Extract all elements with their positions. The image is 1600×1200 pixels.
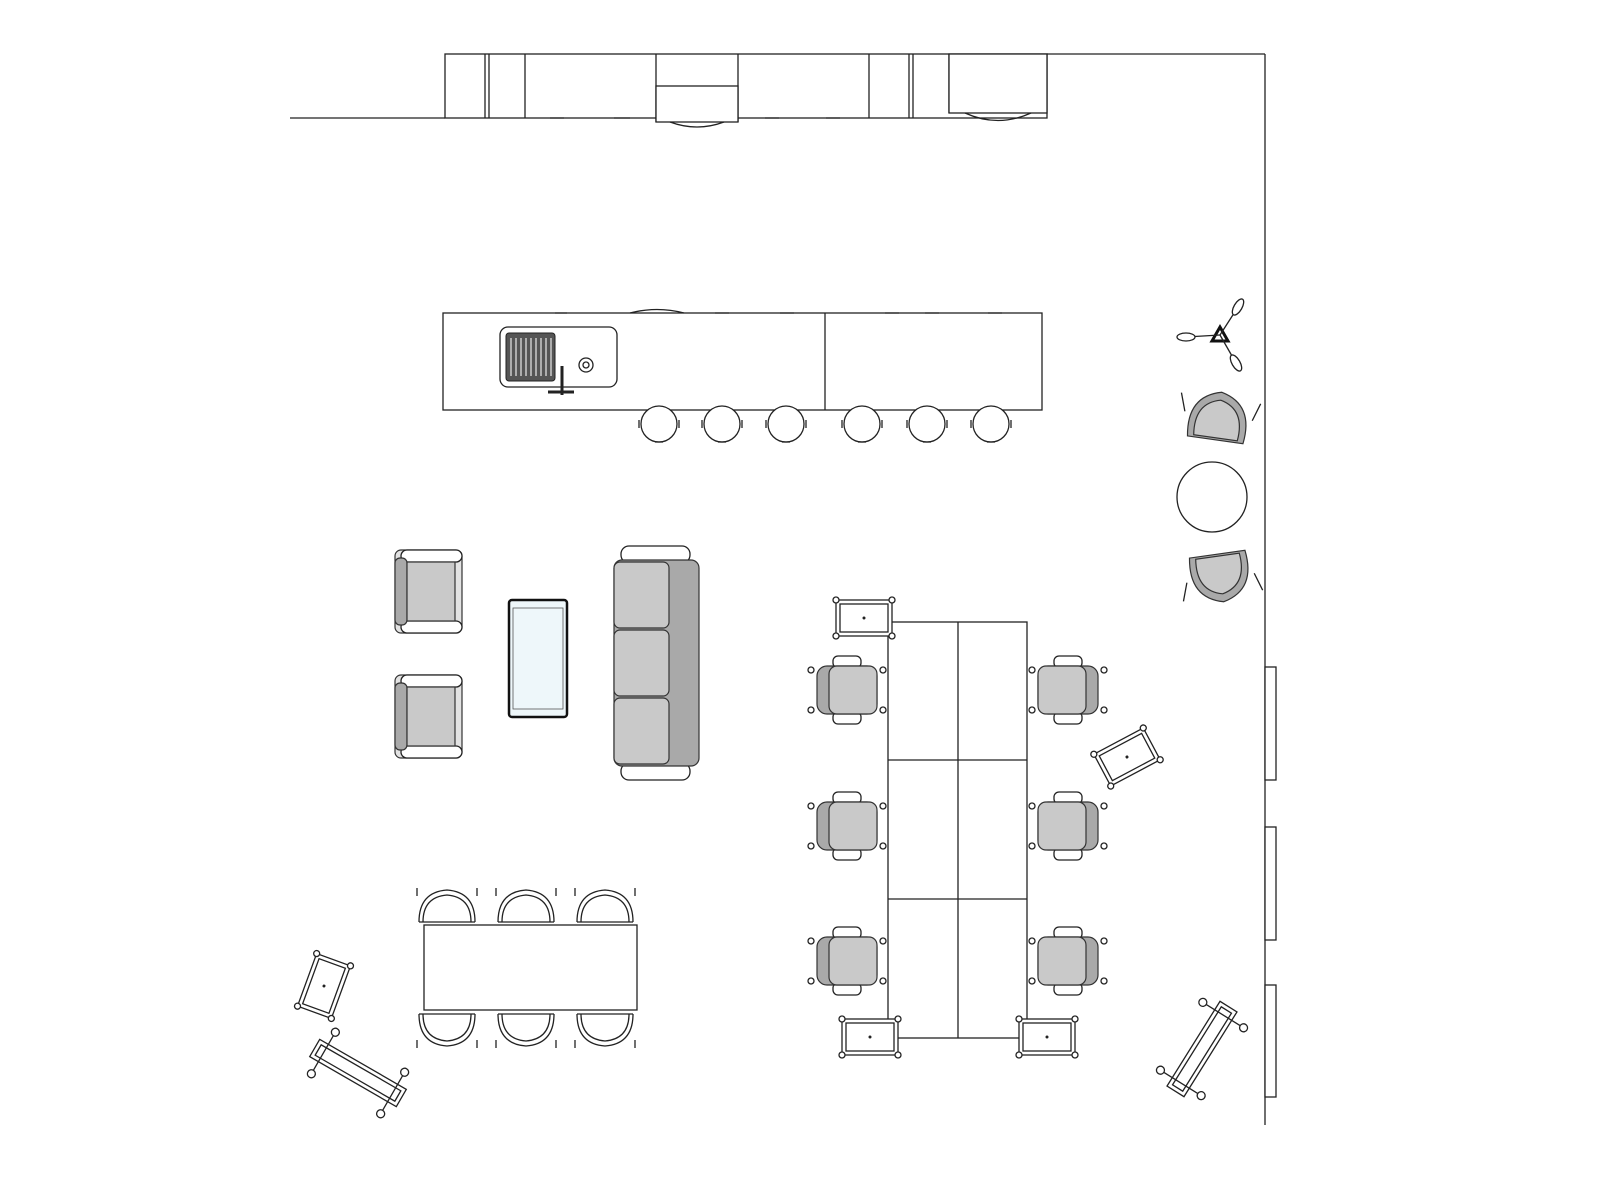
kitchen-cabinets (444, 53, 1048, 128)
ceiling-fan-icon (1176, 298, 1245, 372)
lounge-area (394, 545, 700, 781)
walls (290, 53, 1266, 1125)
windows (1264, 666, 1277, 1098)
sofa (613, 545, 700, 781)
dining-set (293, 887, 1253, 1123)
kitchen-island (442, 308, 1043, 411)
round-table-set (1174, 386, 1265, 608)
conference-table (807, 596, 1165, 1059)
coffee-table (507, 598, 569, 719)
bar-stools (638, 405, 1012, 443)
sink (499, 326, 618, 395)
